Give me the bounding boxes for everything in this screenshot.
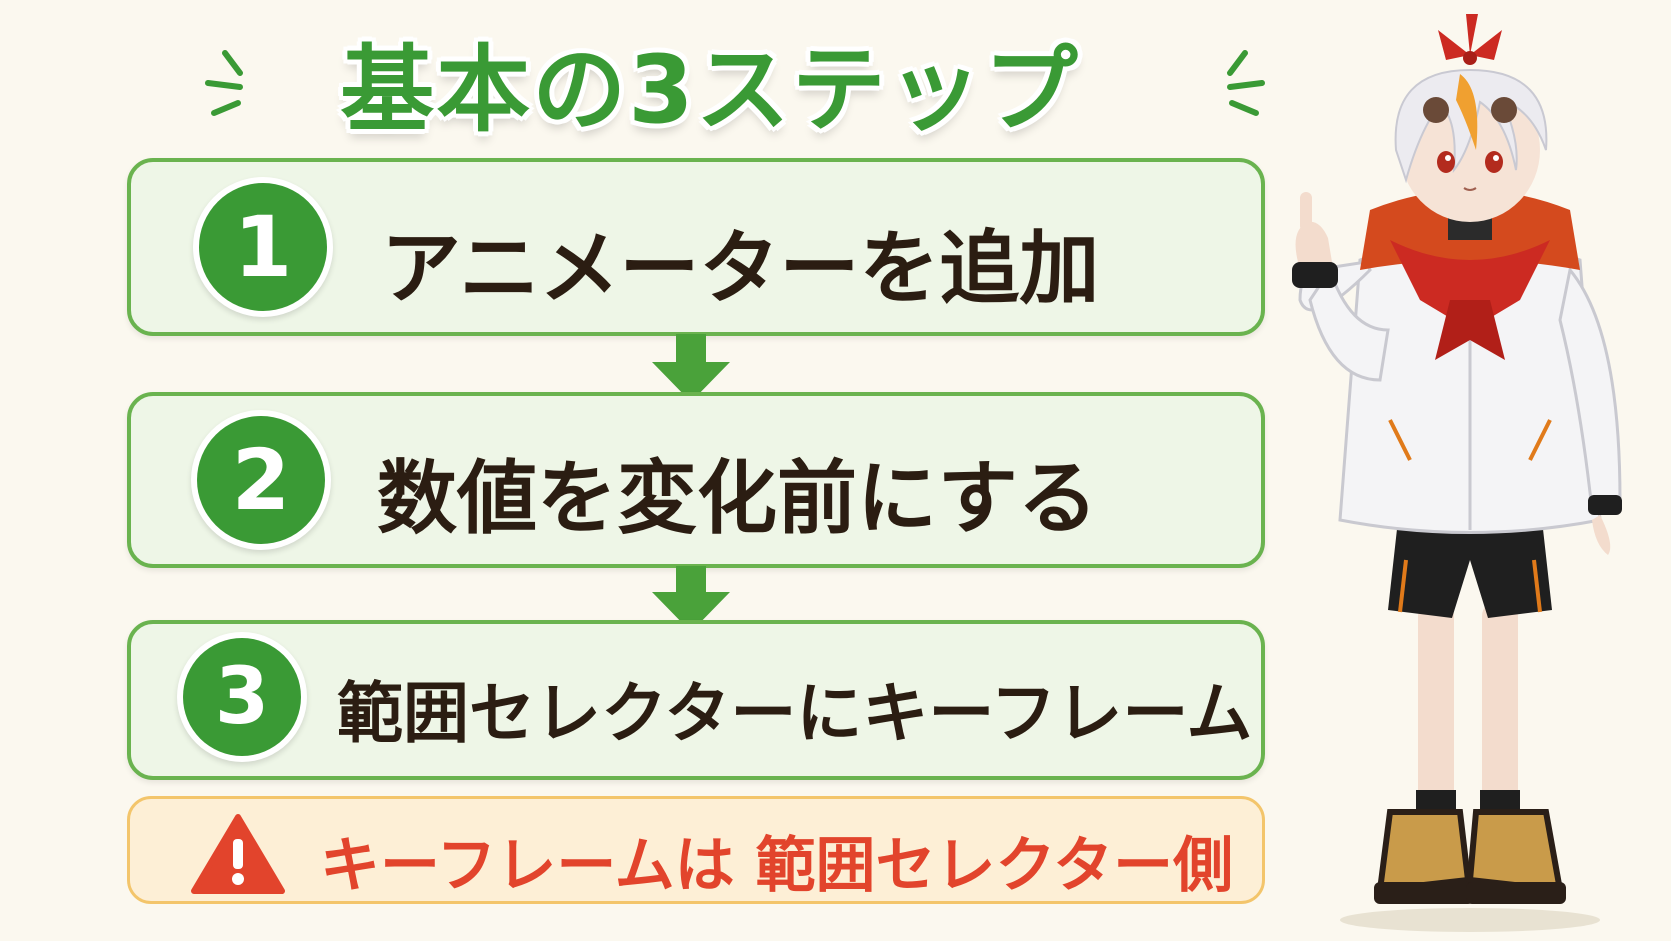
step-card-3: 3 範囲セレクターにキーフレーム xyxy=(127,620,1265,780)
step-label: アニメーターを追加 xyxy=(381,222,1100,315)
step-label: 範囲セレクターにキーフレーム xyxy=(337,675,1253,752)
step-card-2: 2 数値を変化前にする xyxy=(127,392,1265,568)
step-number-badge: 1 xyxy=(199,183,327,311)
step-number-badge: 2 xyxy=(197,416,325,544)
step-label: 数値を変化前にする xyxy=(377,452,1098,545)
spark-right-icon xyxy=(1227,50,1265,116)
arrow-down-icon xyxy=(652,334,730,402)
step-number-badge: 3 xyxy=(183,638,301,756)
step-card-1: 1 アニメーターを追加 xyxy=(127,158,1265,336)
warning-icon xyxy=(191,814,285,894)
page-title: 基本の3ステップ xyxy=(340,36,1080,145)
anime-character-illustration xyxy=(1292,14,1622,932)
warning-text: キーフレームは 範囲セレクター側 xyxy=(320,831,1234,901)
spark-left-icon xyxy=(205,50,243,116)
arrow-down-icon xyxy=(652,566,730,632)
warning-note: キーフレームは 範囲セレクター側 xyxy=(127,796,1265,904)
